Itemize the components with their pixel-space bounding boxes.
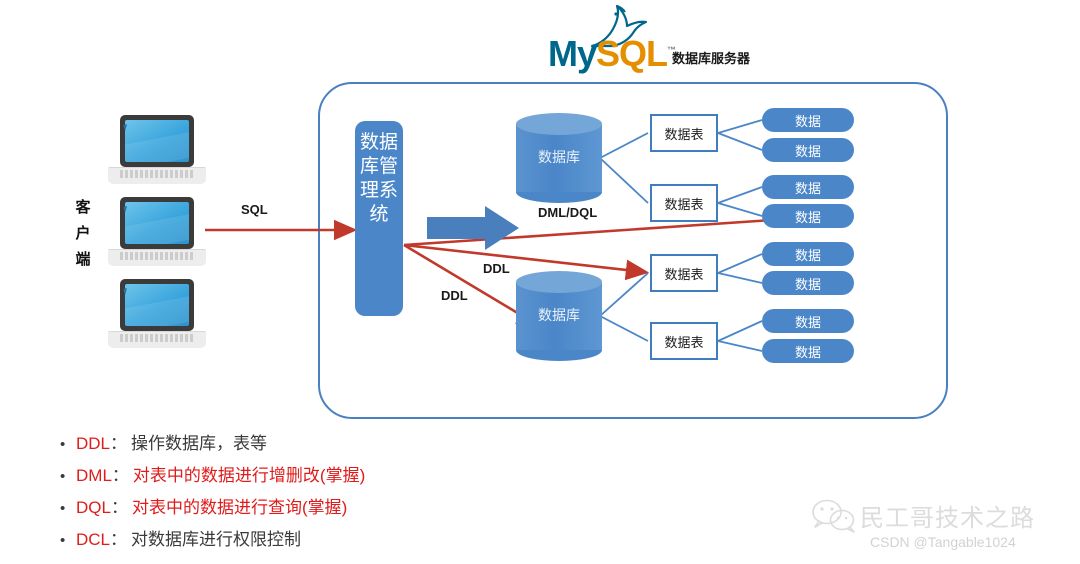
data-pill: 数据 — [762, 138, 854, 162]
ddl-lower-flow-label: DDL — [441, 288, 468, 303]
data-pill: 数据 — [762, 204, 854, 228]
list-item: • DML ： 对表中的数据进行增删改(掌握) — [60, 464, 680, 489]
database-cylinder: 数据库 — [516, 271, 602, 361]
mysql-sql-text: SQL — [596, 33, 668, 74]
cylinder-body — [516, 282, 602, 350]
laptop-keyboard — [120, 334, 194, 342]
watermark: 民工哥技术之路 CSDN @Tangable1024 — [808, 498, 1068, 556]
wechat-icon — [812, 499, 855, 533]
ddl-upper-flow-label: DDL — [483, 261, 510, 276]
bullet-icon: • — [60, 436, 66, 453]
table-box: 数据表 — [650, 114, 718, 152]
list-item: • DDL ： 操作数据库，表等 — [60, 432, 680, 457]
bullet-description: 操作数据库，表等 — [131, 434, 268, 453]
bullet-icon: • — [60, 500, 66, 517]
watermark-subtitle: CSDN @Tangable1024 — [870, 534, 1016, 550]
cylinder-top — [516, 271, 602, 293]
laptop-keyboard — [120, 170, 194, 178]
table-box: 数据表 — [650, 184, 718, 222]
laptop-screen — [125, 284, 189, 326]
table-box: 数据表 — [650, 322, 718, 360]
data-pill: 数据 — [762, 242, 854, 266]
database-server-container — [318, 82, 948, 419]
bullet-key: DCL — [76, 530, 111, 549]
bullet-description: 对数据库进行权限控制 — [131, 530, 302, 549]
data-pill: 数据 — [762, 339, 854, 363]
list-item: • DCL ： 对数据库进行权限控制 — [60, 528, 680, 553]
laptop-screen — [125, 202, 189, 244]
bullet-description: 对表中的数据进行查询(掌握) — [131, 498, 348, 517]
watermark-title-row: 民工哥技术之路 — [808, 498, 1035, 533]
mysql-tm-text: ™ — [667, 45, 676, 55]
database-label: 数据库 — [538, 149, 580, 165]
watermark-title: 民工哥技术之路 — [860, 505, 1035, 532]
bullet-icon: • — [60, 532, 66, 549]
database-cylinder: 数据库 — [516, 113, 602, 203]
data-pill: 数据 — [762, 175, 854, 199]
laptop-keyboard — [120, 252, 194, 260]
bullet-separator: ： — [110, 434, 128, 453]
laptop-lid — [120, 279, 194, 331]
bullet-separator: ： — [110, 498, 128, 517]
laptop-icon — [108, 279, 206, 353]
table-box: 数据表 — [650, 254, 718, 292]
bullet-key: DQL — [76, 498, 111, 517]
dbms-block: 数据库管理系统 — [355, 121, 403, 316]
mysql-wordmark: MySQL™ — [548, 32, 676, 74]
database-label: 数据库 — [538, 307, 580, 323]
sql-category-list: • DDL ： 操作数据库，表等 • DML ： 对表中的数据进行增删改(掌握)… — [60, 432, 680, 560]
dml-dql-flow-label: DML/DQL — [538, 205, 598, 220]
mysql-dolphin-icon — [590, 4, 648, 48]
mysql-logo: MySQL™ — [548, 4, 676, 72]
cylinder-top — [516, 113, 602, 135]
bullet-separator: ： — [110, 530, 128, 549]
cylinder-body — [516, 124, 602, 192]
bullet-description: 对表中的数据进行增删改(掌握) — [132, 466, 366, 485]
data-pill: 数据 — [762, 271, 854, 295]
bullet-separator: ： — [111, 466, 129, 485]
bullet-key: DDL — [76, 434, 111, 453]
process-block-arrow — [427, 206, 519, 250]
laptop-lid — [120, 197, 194, 249]
laptop-icon — [108, 115, 206, 189]
database-server-label: 数据库服务器 — [672, 51, 751, 66]
list-item: • DQL ： 对表中的数据进行查询(掌握) — [60, 496, 680, 521]
data-pill: 数据 — [762, 108, 854, 132]
mysql-my-text: My — [548, 33, 597, 74]
sql-flow-label: SQL — [241, 202, 268, 217]
client-label: 客户端 — [75, 199, 91, 268]
bullet-key: DML — [76, 466, 112, 485]
data-pill: 数据 — [762, 309, 854, 333]
laptop-screen — [125, 120, 189, 162]
bullet-icon: • — [60, 468, 66, 485]
laptop-lid — [120, 115, 194, 167]
laptop-icon — [108, 197, 206, 271]
